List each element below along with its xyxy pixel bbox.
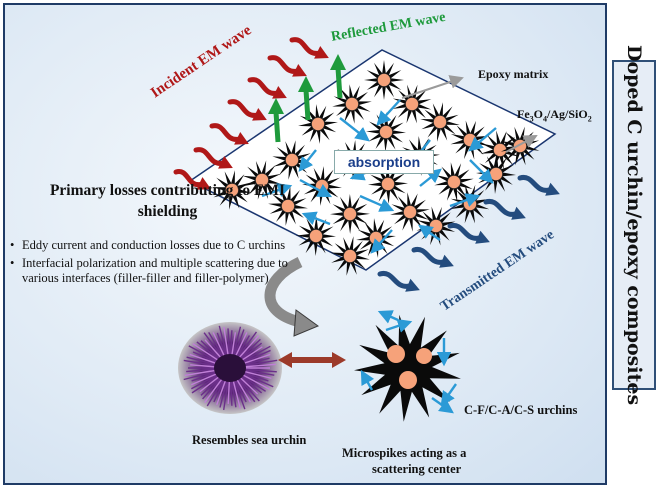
slab-urchin — [392, 84, 432, 124]
dopant-label: Fe3O4/Ag/SiO2 — [517, 107, 592, 124]
scatter-arrow — [419, 168, 442, 187]
slab-urchin — [368, 164, 408, 204]
wave-arrow — [267, 55, 307, 77]
slab-urchin — [268, 186, 308, 226]
curved-arrow-head — [293, 309, 320, 337]
wave-arrow — [209, 123, 249, 145]
scatter-arrow — [418, 224, 441, 241]
wave-arrow — [227, 99, 267, 121]
microspikes-caption-1: Microspikes acting as a — [342, 446, 467, 460]
microspikes-caption-2: scattering center — [372, 462, 462, 476]
epoxy-matrix-label: Epoxy matrix — [478, 67, 549, 81]
scatter-arrow — [299, 178, 333, 198]
dopant-pointer — [505, 135, 538, 153]
slab-urchin — [390, 192, 430, 232]
sea-urchin-caption: Resembles sea urchin — [192, 433, 307, 447]
slab-urchin — [330, 236, 370, 276]
wave-arrow — [193, 147, 233, 169]
slab-urchin — [296, 216, 336, 256]
loss-item: Eddy current and conduction losses due t… — [10, 238, 310, 254]
slab-urchin — [330, 194, 370, 234]
wave-arrow — [173, 169, 212, 190]
spike-scatter-arrow — [431, 397, 454, 414]
scatter-arrow — [469, 159, 494, 184]
scatter-arrow — [339, 117, 370, 142]
slab-urchin — [364, 60, 404, 100]
slab-urchin — [332, 84, 372, 124]
reflected-arrow — [268, 98, 284, 143]
scattering-arrows — [261, 99, 497, 254]
incident-wave-arrows — [173, 37, 329, 190]
spike-scatter-arrow — [440, 383, 457, 406]
scatter-arrow — [298, 149, 317, 172]
wave-arrow — [377, 270, 420, 292]
scatter-arrow — [449, 193, 481, 208]
resembles-double-arrow — [278, 352, 346, 368]
transmitted-wave-arrows — [377, 174, 560, 292]
wave-arrow — [247, 77, 287, 99]
c-urchin-illustration — [354, 310, 461, 422]
losses-heading: Primary losses contributing to EMI shiel… — [49, 182, 286, 220]
slab-urchin — [272, 140, 312, 180]
spike-scatter-arrow — [377, 310, 399, 324]
slab-urchin — [434, 162, 474, 202]
wave-arrow — [411, 246, 454, 268]
wave-arrow — [517, 174, 560, 196]
scatter-arrow — [376, 99, 401, 126]
reflected-arrow — [298, 76, 314, 121]
slab-urchin — [212, 170, 252, 210]
sea-urchin-photo — [178, 322, 282, 414]
side-title-box: Doped C urchin/epoxy composites — [612, 45, 656, 405]
spike-scatter-arrow — [385, 318, 413, 333]
scatter-arrow — [370, 229, 393, 254]
slab-urchin — [366, 112, 406, 152]
urchin-types-label: C-F/C-A/C-S urchins — [464, 403, 578, 417]
dopant-particle — [399, 371, 417, 389]
losses-list: Eddy current and conduction losses due t… — [10, 238, 310, 289]
wave-arrow — [447, 222, 490, 244]
absorption-label: absorption — [334, 150, 434, 174]
spike-scatter-arrow — [360, 369, 375, 391]
reflected-wave-arrows — [268, 54, 346, 143]
wave-arrow — [483, 198, 526, 220]
epoxy-pointer — [401, 75, 464, 99]
slab-urchin — [242, 160, 282, 200]
scatter-arrow — [359, 194, 395, 212]
urchin-body — [354, 314, 461, 422]
loss-item: Interfacial polarization and multiple sc… — [10, 256, 310, 287]
slab-urchin — [298, 104, 338, 144]
side-title: Doped C urchin/epoxy composites — [623, 44, 645, 406]
scatter-arrow — [468, 127, 497, 152]
reflected-arrow — [330, 54, 346, 99]
slab-urchin — [420, 102, 460, 142]
scatter-arrow — [301, 211, 331, 226]
wave-arrow — [289, 37, 329, 59]
dopant-particle — [416, 348, 432, 364]
dopant-particle — [387, 345, 405, 363]
scatter-arrow — [261, 183, 293, 198]
